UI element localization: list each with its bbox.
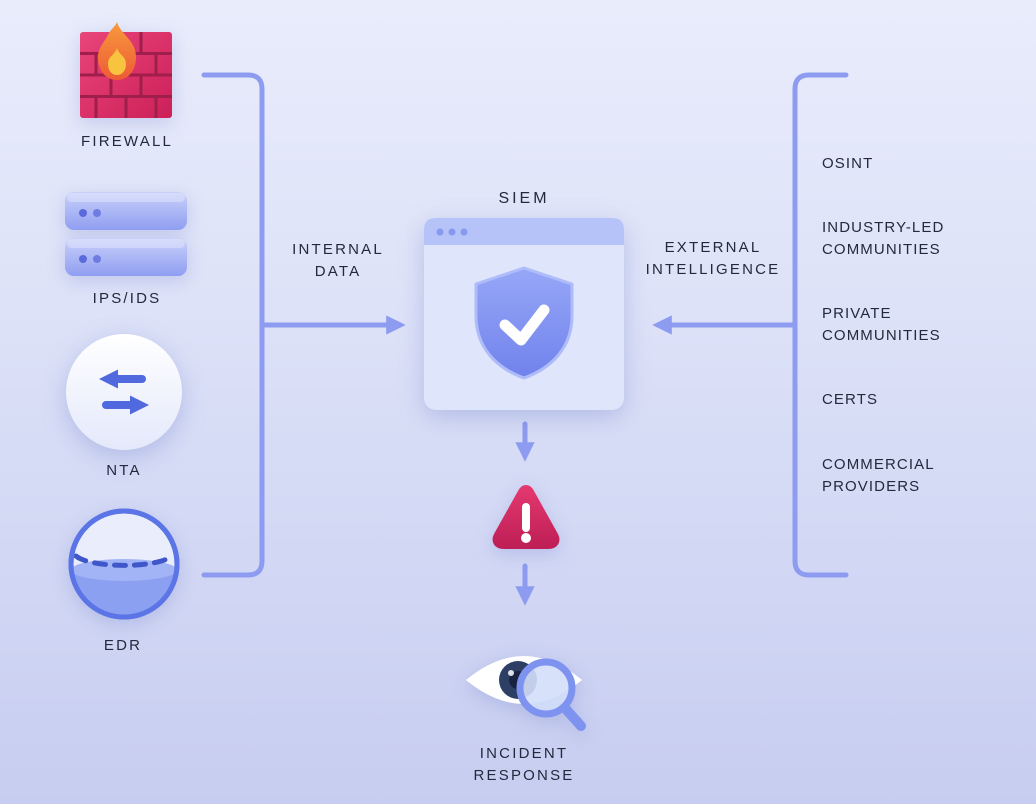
eye-glint [508,670,514,676]
exclamation-mark [521,503,531,543]
server-stack-icon [65,192,187,276]
firewall-icon [80,22,172,118]
server-unit-bottom [65,238,187,276]
external-intelligence-label: EXTERNAL INTELLIGENCE [645,239,781,278]
right-source-commercial-providers: COMMERCIAL PROVIDERS [822,456,935,495]
internal-data-label: INTERNAL DATA [292,241,384,280]
dashed-rim [73,553,175,568]
shield-check-icon [474,266,574,380]
shield-check-window-icon [424,218,624,410]
warning-triangle-icon [492,485,560,549]
checkmark [499,304,550,346]
siem-label: SIEM [498,190,550,207]
bidirectional-arrows [99,369,149,415]
flame-icon [98,22,136,80]
sphere-fill [71,559,177,617]
incident-response-label: INCIDENT RESPONSE [473,745,575,784]
window-dots [436,228,468,236]
magnifier [516,658,586,731]
network-traffic-arrows-icon [66,334,182,450]
source-label-nta: NTA [106,462,142,479]
circle-background [66,334,182,450]
right-source-certs: CERTS [822,391,879,408]
eye-magnifier-icon [466,656,586,731]
right-source-industry-led-communities: INDUSTRY-LED COMMUNITIES [822,219,945,258]
source-label-ips-ids: IPS/IDS [92,290,162,307]
source-label-firewall: FIREWALL [80,133,174,150]
source-label-edr: EDR [103,637,143,654]
right-source-private-communities: PRIVATE COMMUNITIES [822,305,941,344]
left-bracket-line [201,72,265,578]
right-source-osint: OSINT [822,155,874,172]
sphere-rim [68,508,180,620]
server-unit-top [65,192,187,230]
endpoint-sphere-icon [68,508,180,620]
browser-titlebar [424,218,624,245]
